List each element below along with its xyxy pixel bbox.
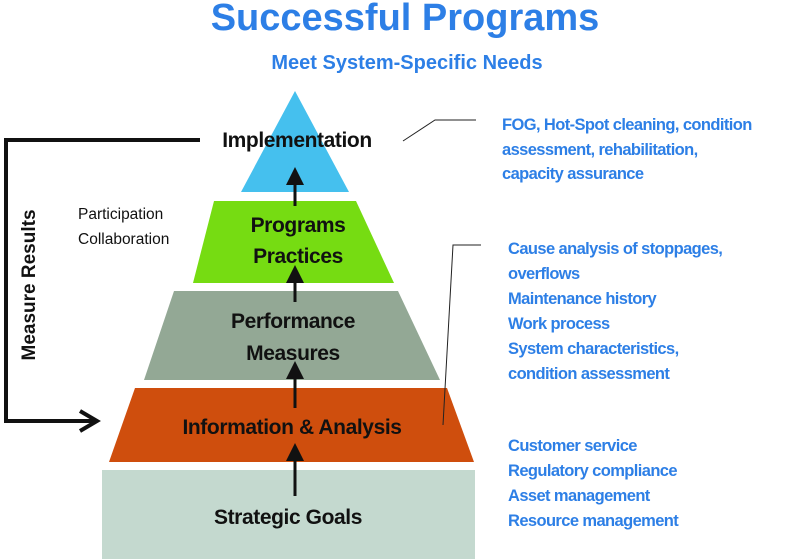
note-line: Asset management [508,487,651,505]
subtitle: Meet System-Specific Needs [271,52,542,74]
note-line: Customer service [508,437,637,455]
note-line: Work process [508,315,610,333]
note-line: Resource management [508,512,679,530]
note-line: condition assessment [508,365,670,383]
practices-label: Practices [253,245,343,268]
note-line: overflows [508,265,580,283]
programs-label: Programs [251,214,346,237]
implementation-notes: FOG, Hot-Spot cleaning, condition assess… [502,116,753,183]
title: Successful Programs [211,0,600,39]
information-label: Information & Analysis [182,416,401,439]
note-line: System characteristics, [508,340,679,358]
strategic-label: Strategic Goals [214,506,362,529]
collaboration-label: Collaboration [78,231,169,248]
information-layer [109,388,474,462]
implementation-label: Implementation [222,129,372,152]
strategic-notes: Customer service Regulatory compliance A… [508,437,680,530]
arrow-right-icon [78,409,101,433]
note-line: assessment, rehabilitation, [502,141,698,159]
measure-results-label: Measure Results [19,209,40,360]
note-line: FOG, Hot-Spot cleaning, condition [502,116,752,134]
note-line: Cause analysis of stoppages, [508,240,722,258]
strategic-layer [102,470,475,559]
leader-line [402,119,476,142]
feedback-arrow [4,138,200,423]
performance-label: Performance [231,310,355,333]
performance-layer [144,291,440,380]
participation-label: Participation [78,206,163,223]
implementation-layer [241,91,349,192]
leader-line [442,244,481,426]
note-line: Maintenance history [508,290,658,308]
measures-label: Measures [246,342,340,365]
information-notes: Cause analysis of stoppages, overflows M… [508,240,723,383]
note-line: Regulatory compliance [508,462,677,480]
note-line: capacity assurance [502,165,644,183]
programs-layer [193,201,394,283]
